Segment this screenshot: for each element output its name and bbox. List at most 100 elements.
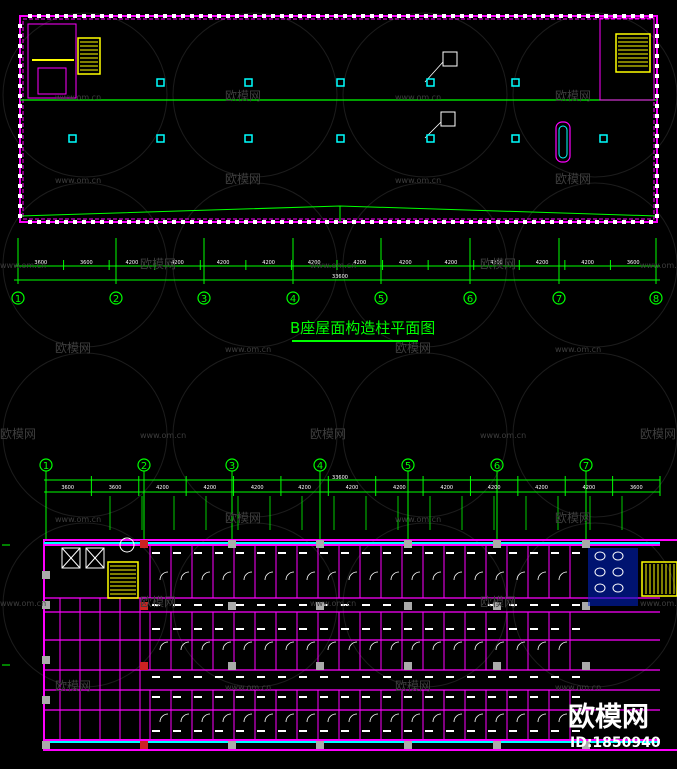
top-axis-bubble — [552, 291, 566, 305]
bottom-column — [582, 540, 590, 548]
wall-tick-top — [271, 14, 275, 18]
top-dim-label: 4200 — [445, 260, 458, 266]
watermark-circle — [2, 12, 168, 178]
top-axis-bubble — [374, 291, 388, 305]
bottom-column — [228, 741, 236, 749]
watermark-url: www.om.cn — [310, 599, 356, 608]
wall-tick-top — [199, 14, 203, 18]
wall-tick-top — [460, 14, 464, 18]
door-swing — [348, 571, 358, 581]
door-swing — [201, 641, 211, 651]
room-label-mark — [362, 730, 370, 732]
wall-tick-top — [307, 14, 311, 18]
toilet-fixture — [612, 583, 624, 593]
room-label-mark — [425, 604, 433, 606]
door-swing — [369, 713, 379, 723]
wall-tick-top — [91, 14, 95, 18]
top-column — [156, 78, 165, 87]
wall-tick-right — [655, 214, 659, 218]
room-label-mark — [320, 552, 328, 554]
top-dim-label: 4200 — [171, 260, 184, 266]
wall-tick-bottom — [127, 220, 131, 224]
wall-tick-bottom — [136, 220, 140, 224]
wall-tick-bottom — [307, 220, 311, 224]
wall-tick-top — [541, 14, 545, 18]
bottom-column — [140, 540, 148, 548]
top-axis-label: 4 — [290, 294, 296, 305]
bottom-column — [404, 662, 412, 670]
wall-tick-top — [55, 14, 59, 18]
door-swing — [516, 713, 526, 723]
room-label-mark — [341, 676, 349, 678]
wall-tick-top — [649, 14, 653, 18]
wall-tick-right — [655, 74, 659, 78]
watermark-circle — [512, 182, 677, 348]
wall-tick-right — [655, 124, 659, 128]
wall-tick-left — [18, 214, 22, 218]
room-label-mark — [362, 604, 370, 606]
room-label-mark — [299, 696, 307, 698]
room-label-mark — [194, 696, 202, 698]
top-dim-label: 4200 — [217, 260, 230, 266]
top-axis-label: 7 — [556, 294, 562, 305]
wall-tick-bottom — [37, 220, 41, 224]
room-label-mark — [572, 730, 580, 732]
room-label-mark — [341, 628, 349, 630]
bottom-column — [493, 741, 501, 749]
room-label-mark — [467, 696, 475, 698]
wall-tick-left — [18, 104, 22, 108]
bottom-column-left — [42, 601, 50, 609]
watermark-url: www.om.cn — [140, 431, 186, 440]
room-label-mark — [572, 628, 580, 630]
wall-tick-top — [325, 14, 329, 18]
top-axis-bubble — [109, 291, 123, 305]
room-label-mark — [341, 604, 349, 606]
wall-tick-bottom — [316, 220, 320, 224]
bottom-total-dim: 33600 — [332, 475, 348, 481]
top-axis-bubble — [197, 291, 211, 305]
wall-tick-right — [655, 104, 659, 108]
wall-tick-right — [655, 94, 659, 98]
room-label-mark — [278, 730, 286, 732]
room-label-mark — [404, 696, 412, 698]
top-dim-label: 4200 — [490, 260, 503, 266]
watermark-brand: 欧模网 — [225, 89, 261, 103]
elevator-2 — [85, 547, 105, 569]
room-label-mark — [173, 604, 181, 606]
room-label-mark — [194, 676, 202, 678]
bottom-column — [228, 540, 236, 548]
wall-tick-right — [655, 64, 659, 68]
wall-tick-top — [406, 14, 410, 18]
wall-tick-bottom — [496, 220, 500, 224]
wall-tick-left — [18, 164, 22, 168]
watermark-url: www.om.cn — [395, 176, 441, 185]
room-label-mark — [362, 696, 370, 698]
wall-tick-bottom — [226, 220, 230, 224]
elevator-1 — [61, 547, 81, 569]
room-label-mark — [509, 628, 517, 630]
wall-tick-bottom — [343, 220, 347, 224]
top-dim-label: 4200 — [126, 260, 139, 266]
wall-tick-top — [559, 14, 563, 18]
bottom-dim-label: 4200 — [440, 485, 453, 491]
wall-tick-top — [343, 14, 347, 18]
bottom-dim-label: 4200 — [156, 485, 169, 491]
room-label-mark — [530, 604, 538, 606]
door-swing — [264, 641, 274, 651]
wall-tick-bottom — [460, 220, 464, 224]
wall-tick-bottom — [190, 220, 194, 224]
wall-tick-right — [655, 134, 659, 138]
top-column — [511, 78, 520, 87]
bottom-dim-label: 4200 — [488, 485, 501, 491]
bottom-column — [316, 741, 324, 749]
wall-tick-top — [253, 14, 257, 18]
wall-tick-bottom — [181, 220, 185, 224]
roof-hatch-inner — [558, 125, 568, 159]
room-label-mark — [236, 676, 244, 678]
room-label-mark — [152, 628, 160, 630]
wall-tick-top — [235, 14, 239, 18]
door-swing — [348, 641, 358, 651]
top-total-dim: 33600 — [332, 274, 348, 280]
